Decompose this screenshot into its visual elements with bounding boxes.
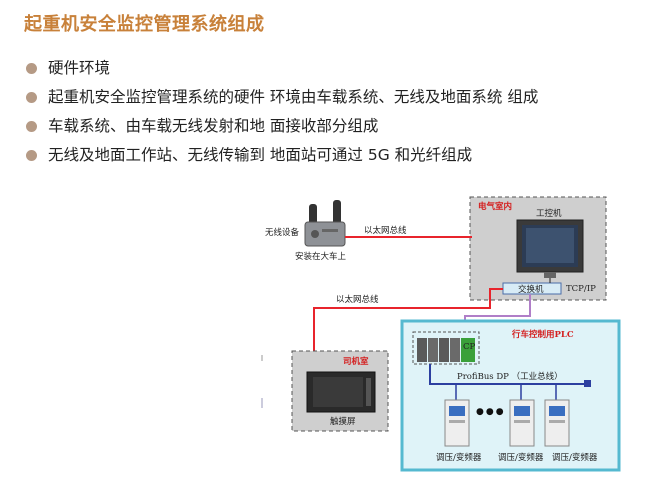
drive-icon	[544, 399, 570, 447]
bullet-dot-icon	[26, 150, 37, 161]
bullet-text: 车载系统、由车载无线发射和地 面接收部分组成	[48, 117, 379, 135]
bullet-dot-icon	[26, 63, 37, 74]
ethernet-bus-mid-label: 以太网总线	[336, 294, 379, 305]
bus-terminator-icon	[584, 380, 591, 387]
touch-screen-icon	[306, 371, 376, 413]
touch-screen-label: 触摸屏	[330, 416, 356, 427]
profibus-label: ProfiBus DP （工业总线）	[457, 371, 563, 382]
bullet-list: 硬件环境 起重机安全监控管理系统的硬件 环境由车载系统、无线及地面系统 组成 车…	[26, 57, 538, 173]
wireless-device-label: 无线设备	[265, 227, 300, 238]
bullet-dot-icon	[26, 121, 37, 132]
cab-label: 司机室	[343, 356, 369, 367]
bullet-item: 无线及地面工作站、无线传输到 地面站可通过 5G 和光纤组成	[26, 144, 538, 173]
plc-area-label: 行车控制用PLC	[511, 329, 574, 340]
bullet-text: 无线及地面工作站、无线传输到 地面站可通过 5G 和光纤组成	[48, 146, 473, 164]
wireless-router-icon	[304, 200, 346, 247]
profibus-line	[429, 364, 586, 385]
industrial-pc-icon	[516, 219, 584, 278]
drive-label: 调压/变频器	[498, 452, 544, 463]
bullet-item: 起重机安全监控管理系统的硬件 环境由车载系统、无线及地面系统 组成	[26, 86, 538, 115]
ethernet-bus-top-label: 以太网总线	[364, 225, 407, 236]
mounted-label: 安装在大车上	[295, 251, 347, 262]
ellipsis-icon: ●●●	[476, 407, 506, 417]
drive-icon	[444, 399, 470, 447]
ethernet-line-mid	[313, 288, 503, 371]
page-title: 起重机安全监控管理系统组成	[24, 14, 265, 35]
switch-label: 交换机	[518, 284, 544, 295]
plc-rack-icon	[412, 331, 480, 365]
bullet-text: 起重机安全监控管理系统的硬件 环境由车载系统、无线及地面系统 组成	[48, 88, 539, 106]
ipc-label: 工控机	[536, 208, 562, 219]
bullet-item: 车载系统、由车载无线发射和地 面接收部分组成	[26, 115, 538, 144]
drive-icon	[509, 399, 535, 447]
bullet-dot-icon	[26, 92, 37, 103]
plc-module-label: CP	[463, 342, 476, 352]
bullet-text: 硬件环境	[48, 59, 111, 77]
drive-label: 调压/变频器	[552, 452, 598, 463]
drive-label: 调压/变频器	[436, 452, 482, 463]
tcpip-label: TCP/IP	[566, 284, 596, 294]
electrical-room-label: 电气室内	[478, 201, 512, 212]
bullet-item: 硬件环境	[26, 57, 538, 86]
